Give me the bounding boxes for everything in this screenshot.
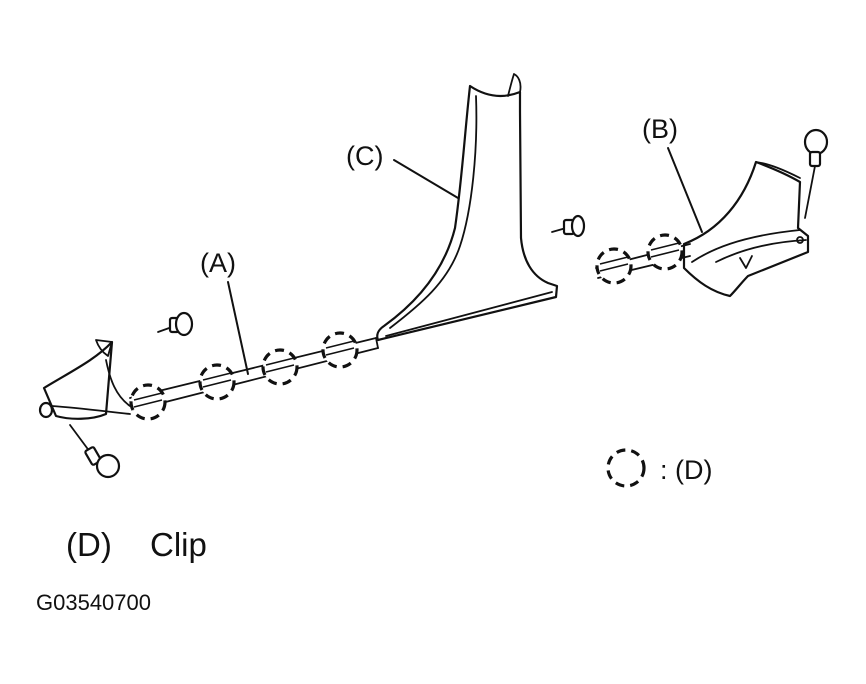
clip-symbol: [129, 383, 167, 421]
dashed-circle-icon: [606, 448, 646, 488]
label-part-b: (B): [642, 114, 678, 144]
clip-group-b: [595, 233, 684, 285]
label-part-c: (C): [346, 141, 383, 171]
caption-text: Clip: [150, 526, 207, 563]
push-rivet-icon: [551, 214, 586, 238]
push-rivet-icon: [69, 424, 121, 479]
leader-line-c: [393, 159, 459, 199]
scuff-plate-a: [38, 337, 379, 420]
scuff-plate-b: [595, 160, 810, 298]
leader-line-b: [667, 147, 703, 233]
clip-symbol: [198, 363, 236, 401]
figure-id: G03540700: [36, 590, 151, 615]
caption-code: (D): [66, 526, 112, 563]
clip-symbol: [646, 233, 684, 271]
clip-group-a: [129, 331, 359, 421]
pillar-trim-c: [376, 73, 559, 342]
legend: : (D): [606, 448, 712, 488]
push-rivet-icon: [157, 311, 194, 337]
clip-symbol: [261, 348, 299, 386]
clip-symbol: [595, 247, 633, 285]
push-rivet-icon: [803, 128, 829, 219]
label-part-a: (A): [200, 248, 236, 278]
legend-key-text: : (D): [660, 455, 712, 485]
leader-line-a: [227, 281, 249, 375]
clip-symbol: [321, 331, 359, 369]
